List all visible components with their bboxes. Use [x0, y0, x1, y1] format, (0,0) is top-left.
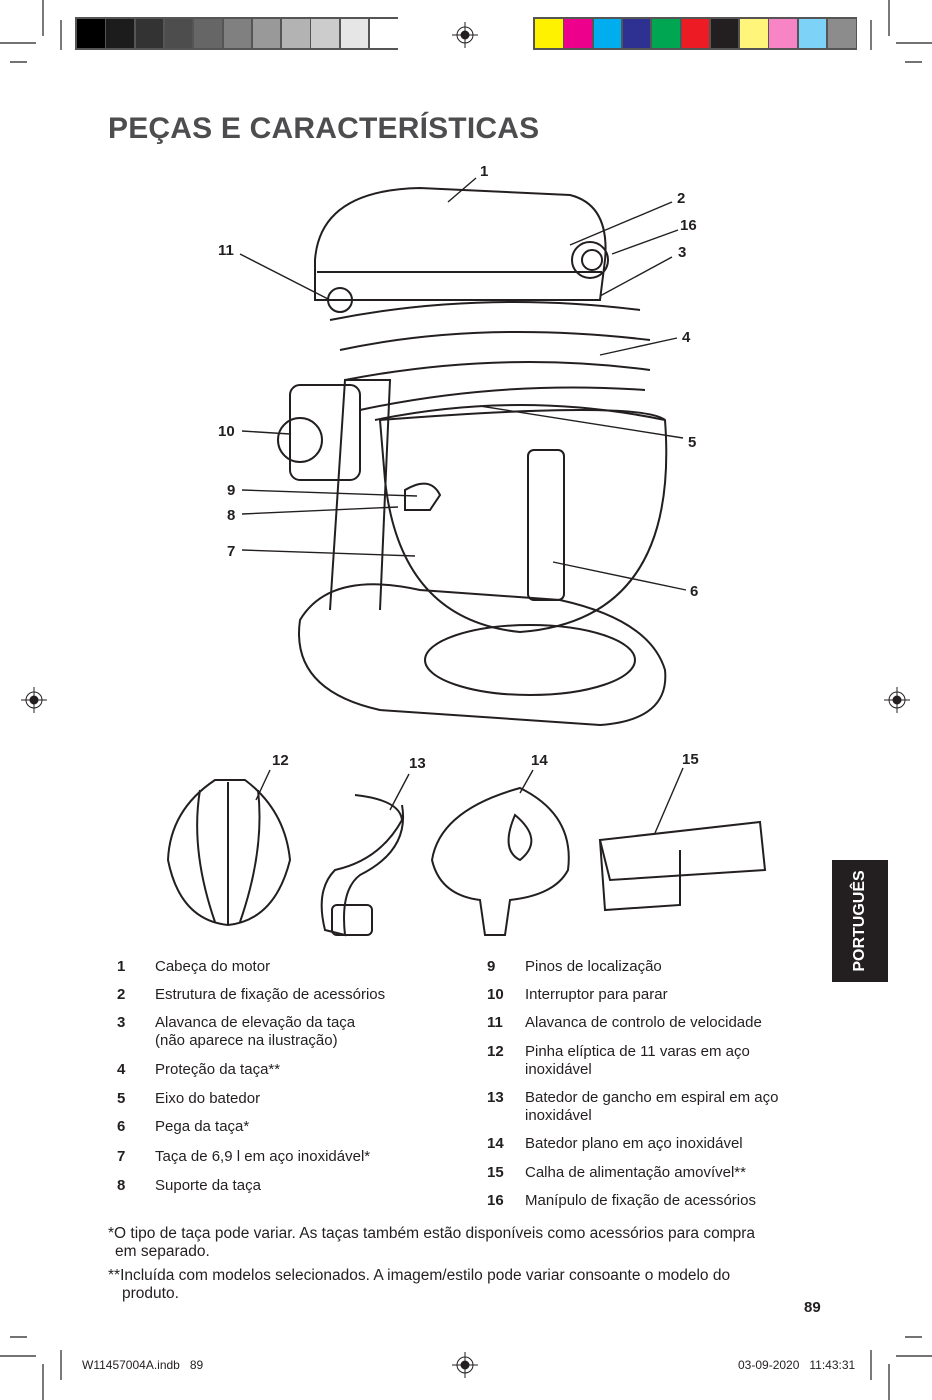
- callout-13: 13: [409, 755, 426, 772]
- part-number: 9: [487, 958, 496, 975]
- color-swatch: [769, 19, 797, 48]
- callout-5: 5: [688, 434, 696, 451]
- part-name: Manípulo de fixação de acessórios: [525, 1192, 756, 1209]
- color-swatch: [164, 19, 193, 48]
- color-swatch: [710, 19, 739, 48]
- footnote-included: **Incluída com modelos selecionados. A i…: [108, 1267, 731, 1302]
- part-name: Alavanca de controlo de velocidade: [525, 1014, 762, 1031]
- color-swatch: [106, 19, 134, 48]
- part-number: 2: [117, 986, 126, 1003]
- color-swatch: [194, 19, 222, 48]
- mixer-illustration: 1 2 16 3 11 4 10 5 9 8 7 6 12 13 14 15: [166, 163, 767, 937]
- callout-15: 15: [682, 751, 699, 768]
- color-swatch: [652, 19, 680, 48]
- part-name: Cabeça do motor: [155, 958, 271, 975]
- callout-10: 10: [218, 423, 235, 440]
- page-number: 89: [804, 1299, 821, 1316]
- color-swatch: [828, 19, 856, 48]
- color-swatch: [311, 19, 339, 48]
- color-swatch: [593, 19, 622, 48]
- part-number: 5: [117, 1090, 126, 1107]
- callout-6: 6: [690, 583, 698, 600]
- color-swatch: [564, 19, 592, 48]
- color-swatch: [535, 19, 563, 48]
- part-number: 13: [487, 1089, 504, 1106]
- color-swatch: [77, 19, 105, 48]
- part-number: 14: [487, 1135, 504, 1152]
- color-swatch: [370, 19, 398, 48]
- part-number: 12: [487, 1043, 504, 1060]
- color-swatch: [340, 19, 369, 48]
- footer-datetime: 03-09-2020 11:43:31: [738, 1358, 856, 1372]
- part-number: 7: [117, 1148, 126, 1165]
- footnote-bowl: *O tipo de taça pode variar. As taças ta…: [108, 1225, 756, 1260]
- part-number: 3: [117, 1014, 126, 1031]
- part-number: 6: [117, 1118, 126, 1135]
- language-tab: PORTUGUÊS: [832, 860, 888, 982]
- callout-14: 14: [531, 752, 548, 769]
- callout-7: 7: [227, 543, 235, 560]
- color-bar: [533, 17, 857, 50]
- page-title: PEÇAS E CARACTERÍSTICAS: [108, 112, 540, 145]
- callout-12: 12: [272, 752, 289, 769]
- footer-file: W11457004A.indb 89: [82, 1358, 204, 1372]
- part-name: Taça de 6,9 l em aço inoxidável*: [155, 1148, 371, 1165]
- callout-8: 8: [227, 507, 235, 524]
- color-swatch: [252, 19, 281, 48]
- part-name: Proteção da taça**: [155, 1061, 281, 1078]
- callout-2: 2: [677, 190, 685, 207]
- callout-16: 16: [680, 217, 697, 234]
- registration-mark-icon: [21, 22, 910, 1378]
- color-swatch: [622, 19, 651, 48]
- part-name: Batedor plano em aço inoxidável: [525, 1135, 743, 1152]
- part-number: 16: [487, 1192, 504, 1209]
- color-swatch: [740, 19, 768, 48]
- part-number: 15: [487, 1164, 504, 1181]
- part-name: Suporte da taça: [155, 1177, 261, 1194]
- part-number: 4: [117, 1061, 126, 1078]
- color-swatch: [681, 19, 709, 48]
- color-swatch: [135, 19, 164, 48]
- part-number: 11: [487, 1014, 503, 1031]
- color-swatch: [223, 19, 251, 48]
- part-name: Pega da taça*: [155, 1118, 250, 1135]
- color-swatch: [798, 19, 827, 48]
- part-number: 8: [117, 1177, 126, 1194]
- part-name: Eixo do batedor: [155, 1090, 261, 1107]
- grayscale-bar: [75, 17, 398, 50]
- part-name: Estrutura de fixação de acessórios: [155, 986, 386, 1003]
- color-swatch: [282, 19, 310, 48]
- callout-3: 3: [678, 244, 686, 261]
- part-name: Pinos de localização: [525, 958, 662, 975]
- part-number: 10: [487, 986, 504, 1003]
- part-number: 1: [117, 958, 126, 975]
- callout-4: 4: [682, 329, 691, 346]
- part-name: Calha de alimentação amovível**: [525, 1164, 746, 1181]
- callout-1: 1: [480, 163, 488, 180]
- part-name: Interruptor para parar: [525, 986, 668, 1003]
- callout-9: 9: [227, 482, 235, 499]
- callout-11: 11: [218, 242, 234, 259]
- part-name: Alavanca de elevação da taça(não aparece…: [155, 1014, 356, 1049]
